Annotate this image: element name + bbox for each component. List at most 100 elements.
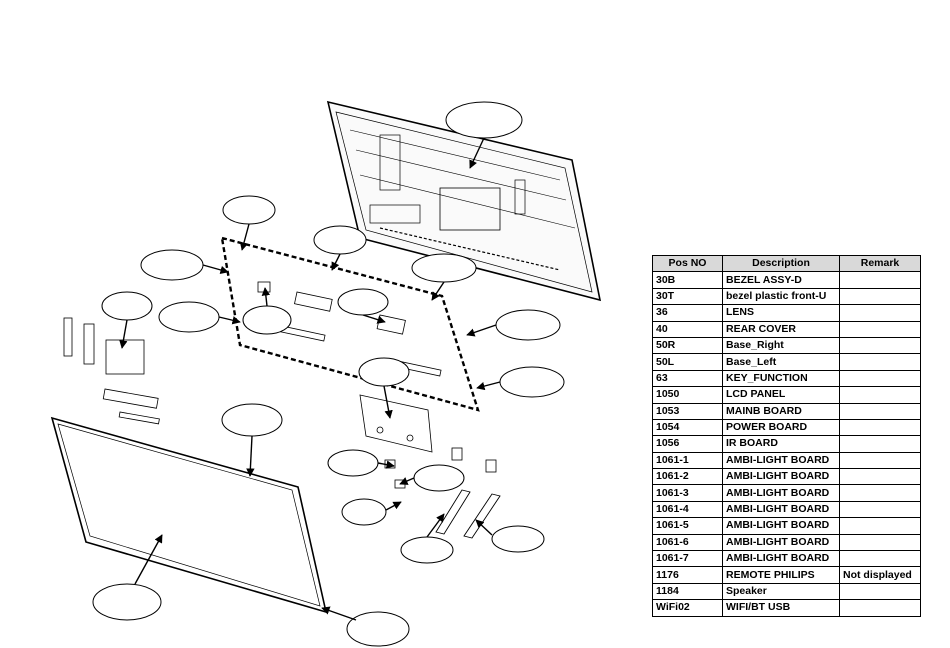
remark-cell: [839, 533, 921, 552]
pos-no-cell: 1184: [652, 582, 723, 601]
pos-no-cell: 30B: [652, 271, 723, 289]
description-cell: IR BOARD: [722, 435, 840, 453]
description-cell: REMOTE PHILIPS: [722, 566, 840, 584]
left-parts: [63, 317, 160, 425]
callout-balloon: [445, 101, 523, 139]
pos-no-cell: 1061-2: [652, 468, 723, 486]
description-cell: AMBI-LIGHT BOARD: [722, 451, 840, 470]
callout-balloon: [101, 291, 153, 321]
pos-no-cell: 40: [652, 320, 723, 338]
callout-balloon: [140, 249, 204, 281]
stand-bases: [435, 489, 501, 539]
remark-cell: [839, 336, 921, 355]
description-cell: WIFI/BT USB: [722, 599, 840, 617]
description-cell: AMBI-LIGHT BOARD: [722, 517, 840, 535]
description-cell: AMBI-LIGHT BOARD: [722, 484, 840, 502]
pos-no-cell: 30T: [652, 287, 723, 306]
remark-cell: [839, 386, 921, 404]
description-cell: AMBI-LIGHT BOARD: [722, 533, 840, 552]
remark-cell: [839, 435, 921, 453]
remark-cell: [839, 599, 921, 617]
pos-no-cell: 1061-3: [652, 484, 723, 502]
remark-cell: [839, 517, 921, 535]
callout-balloon: [400, 536, 454, 564]
description-cell: bezel plastic front-U: [722, 287, 840, 306]
callout-balloon: [499, 366, 565, 398]
pos-no-cell: 1061-7: [652, 550, 723, 568]
pos-no-cell: 1176: [652, 566, 723, 584]
callout-balloon: [242, 305, 292, 335]
remark-cell: [839, 468, 921, 486]
description-cell: AMBI-LIGHT BOARD: [722, 500, 840, 519]
pos-no-cell: 1054: [652, 418, 723, 437]
description-cell: POWER BOARD: [722, 418, 840, 437]
description-cell: AMBI-LIGHT BOARD: [722, 468, 840, 486]
description-cell: LENS: [722, 304, 840, 322]
description-cell: Base_Left: [722, 353, 840, 371]
remark-cell: [839, 418, 921, 437]
pos-no-cell: 1061-4: [652, 500, 723, 519]
pos-no-cell: 1061-1: [652, 451, 723, 470]
rear-cover: [326, 100, 602, 302]
pos-no-cell: 1050: [652, 386, 723, 404]
callout-balloon: [222, 195, 276, 225]
remark-cell: [839, 304, 921, 322]
callout-balloon: [158, 301, 220, 333]
pos-no-cell: WiFi02: [652, 599, 723, 617]
callout-balloon: [411, 253, 477, 283]
callout-balloon: [346, 611, 410, 647]
remark-cell: [839, 500, 921, 519]
bezel-frame: [220, 236, 480, 412]
callout-balloon: [327, 449, 379, 477]
column-header-pos-no: Pos NO: [652, 254, 723, 273]
description-cell: Base_Right: [722, 336, 840, 355]
pos-no-cell: 50R: [652, 336, 723, 355]
table-header-row: Pos NO Description Remark: [652, 254, 921, 273]
pos-no-cell: 50L: [652, 353, 723, 371]
remark-cell: [839, 582, 921, 601]
remark-cell: [839, 320, 921, 338]
column-header-remark: Remark: [839, 254, 921, 273]
remark-cell: Not displayed: [839, 566, 921, 584]
pos-no-cell: 1053: [652, 402, 723, 420]
callout-balloon: [495, 309, 561, 341]
column-header-description: Description: [722, 254, 840, 273]
callout-balloon: [413, 464, 465, 492]
pos-no-cell: 63: [652, 369, 723, 388]
leader-arrows: [119, 137, 501, 621]
pos-no-cell: 36: [652, 304, 723, 322]
pos-no-cell: 1056: [652, 435, 723, 453]
remark-cell: [839, 271, 921, 289]
description-cell: MAINB BOARD: [722, 402, 840, 420]
lcd-panel: [50, 416, 328, 614]
description-cell: KEY_FUNCTION: [722, 369, 840, 388]
description-cell: AMBI-LIGHT BOARD: [722, 550, 840, 568]
callout-balloon: [337, 288, 389, 316]
description-cell: BEZEL ASSY-D: [722, 271, 840, 289]
pos-no-cell: 1061-5: [652, 517, 723, 535]
exploded-view-diagram: [50, 100, 602, 647]
remark-cell: [839, 402, 921, 420]
callout-balloon: [341, 498, 387, 526]
remark-cell: [839, 550, 921, 568]
callout-balloons: [92, 101, 565, 647]
